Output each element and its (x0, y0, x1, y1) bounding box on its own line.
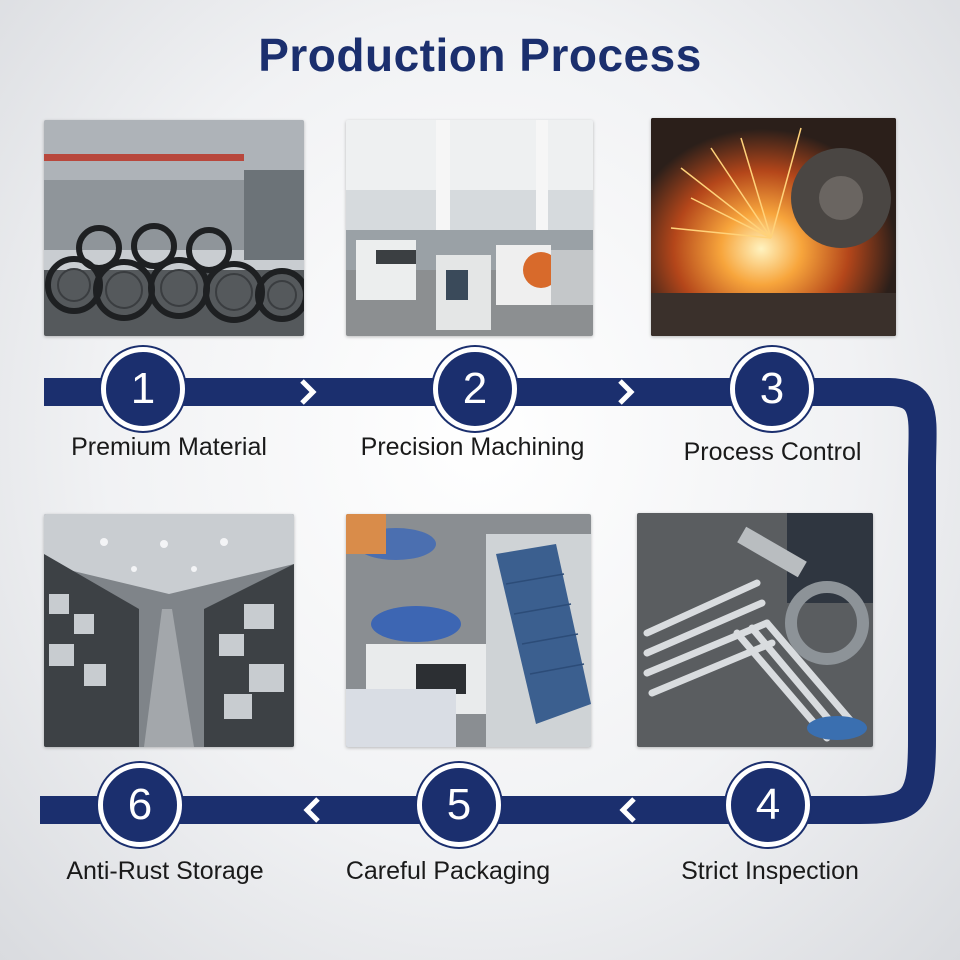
step-2-label: Precision Machining (360, 433, 585, 461)
arrow-chevron-icon (300, 379, 317, 405)
step-3-number-badge: 3 (730, 347, 814, 431)
step-1-photo (44, 120, 304, 336)
step-4-photo (637, 513, 873, 747)
arrow-chevron-icon (619, 797, 636, 823)
step-5-photo (346, 514, 591, 747)
page-title: Production Process (258, 29, 702, 81)
step-5-label: Careful Packaging (345, 857, 551, 885)
arrow-chevron-icon (303, 797, 320, 823)
step-1-number-badge: 1 (101, 347, 185, 431)
step-6-label: Anti-Rust Storage (66, 857, 264, 885)
step-1-label: Premium Material (71, 433, 267, 461)
step-2-photo (346, 120, 593, 336)
step-4-number-badge: 4 (726, 763, 810, 847)
step-6-number-badge: 6 (98, 763, 182, 847)
step-6-photo (44, 514, 294, 747)
step-4-label: Strict Inspection (681, 857, 859, 885)
step-2-number-badge: 2 (433, 347, 517, 431)
step-3-label: Process Control (683, 438, 862, 466)
step-5-number-badge: 5 (417, 763, 501, 847)
step-3-photo (651, 118, 896, 336)
arrow-chevron-icon (618, 379, 635, 405)
